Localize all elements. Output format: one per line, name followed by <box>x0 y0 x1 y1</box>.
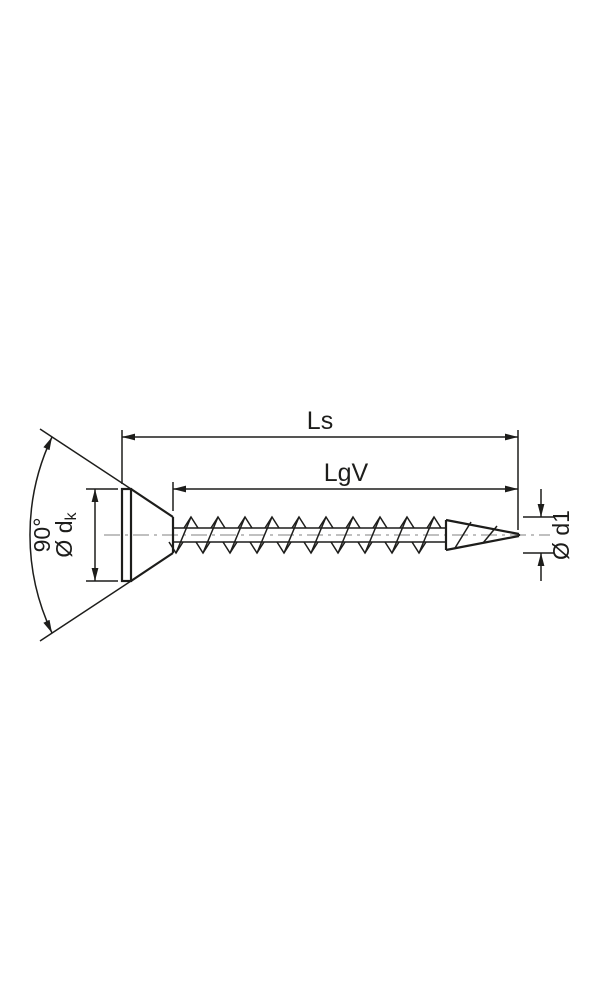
screw-thread <box>168 516 442 554</box>
dim-head-diameter: Ø dk <box>51 488 118 582</box>
dim-total-length: Ls <box>121 407 519 530</box>
dim-shank-diameter: Ø d1 <box>523 489 574 581</box>
dim-thread-length: LgV <box>172 459 518 511</box>
label-shank-diameter: Ø d1 <box>548 510 574 560</box>
label-lgv: LgV <box>324 459 369 487</box>
screw-head-face <box>120 487 133 583</box>
label-head-diameter: Ø dk <box>51 511 80 557</box>
screw-tip <box>444 518 521 552</box>
label-ls: Ls <box>307 407 333 435</box>
dim-head-angle: 90° <box>29 428 132 642</box>
label-head-angle: 90° <box>29 518 55 553</box>
